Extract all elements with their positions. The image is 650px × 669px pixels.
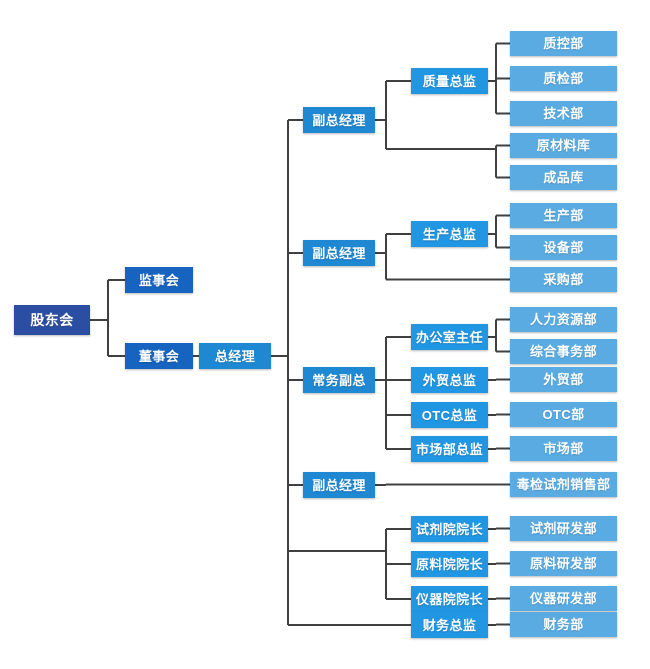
org-node-material_rd[interactable]: 原料研发部 <box>510 551 617 576</box>
org-node-directors[interactable]: 董事会 <box>125 343 193 369</box>
org-node-qi_dept[interactable]: 质检部 <box>510 66 617 91</box>
org-node-trade_dept[interactable]: 外贸部 <box>510 367 617 392</box>
org-node-mkt_dir[interactable]: 市场部总监 <box>411 436 488 462</box>
org-node-raw_store[interactable]: 原材料库 <box>510 133 617 158</box>
org-node-vp2[interactable]: 副总经理 <box>303 240 375 266</box>
org-node-supervisors[interactable]: 监事会 <box>125 267 193 293</box>
org-node-instr_dean[interactable]: 仪器院院长 <box>411 586 488 612</box>
org-node-fin_dept[interactable]: 财务部 <box>510 612 617 637</box>
org-node-reagent_dean[interactable]: 试剂院院长 <box>411 516 488 542</box>
org-node-qc_dept[interactable]: 质控部 <box>510 31 617 56</box>
org-node-fin_store[interactable]: 成品库 <box>510 165 617 190</box>
org-node-hr_dept[interactable]: 人力资源部 <box>510 307 617 332</box>
org-node-tech_dept[interactable]: 技术部 <box>510 101 617 126</box>
org-node-trade_dir[interactable]: 外贸总监 <box>411 367 488 393</box>
org-node-qa_dir[interactable]: 质量总监 <box>411 68 488 94</box>
org-node-tox_dept[interactable]: 毒检试剂销售部 <box>510 472 617 497</box>
org-node-prod_dept[interactable]: 生产部 <box>510 203 617 228</box>
org-node-fin_dir[interactable]: 财务总监 <box>411 612 488 638</box>
org-node-evp[interactable]: 常务副总 <box>303 367 375 393</box>
org-node-otc_dept[interactable]: OTC部 <box>510 402 617 427</box>
org-node-material_dean[interactable]: 原料院院长 <box>411 551 488 577</box>
org-node-vp1[interactable]: 副总经理 <box>303 107 375 133</box>
org-node-equip_dept[interactable]: 设备部 <box>510 235 617 260</box>
org-node-admin_dept[interactable]: 综合事务部 <box>510 339 617 364</box>
org-node-vp3[interactable]: 副总经理 <box>303 472 375 498</box>
org-node-purch_dept[interactable]: 采购部 <box>510 267 617 292</box>
org-node-prod_dir[interactable]: 生产总监 <box>411 221 488 247</box>
org-node-otc_dir[interactable]: OTC总监 <box>411 402 488 428</box>
org-node-shareholders[interactable]: 股东会 <box>14 305 90 335</box>
org-node-gm[interactable]: 总经理 <box>199 343 271 369</box>
org-node-instr_rd[interactable]: 仪器研发部 <box>510 586 617 611</box>
org-node-office_dir[interactable]: 办公室主任 <box>411 324 488 350</box>
org-node-reagent_rd[interactable]: 试剂研发部 <box>510 516 617 541</box>
org-node-mkt_dept[interactable]: 市场部 <box>510 436 617 461</box>
